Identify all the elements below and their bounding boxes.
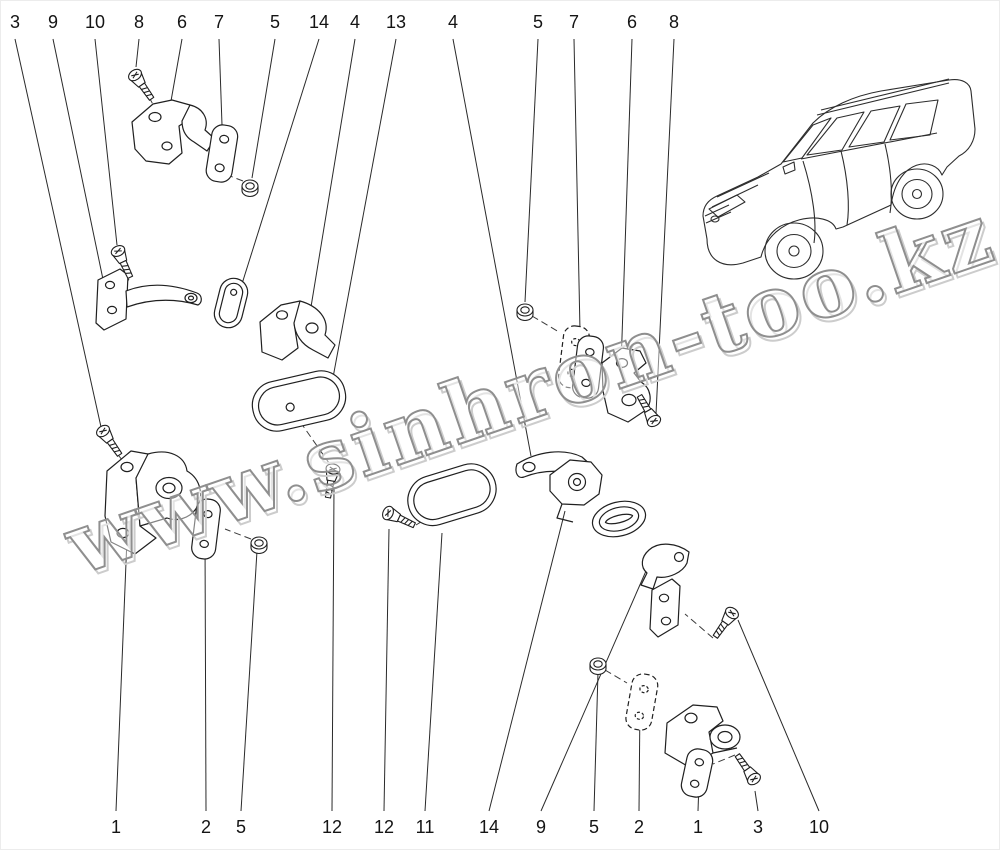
part-check-lever bbox=[640, 543, 690, 590]
part-upper-hinge-rear bbox=[557, 325, 651, 423]
callout-number: 1 bbox=[110, 817, 122, 837]
callout-number: 6 bbox=[176, 12, 188, 32]
callout-number: 3 bbox=[9, 12, 21, 32]
part-check-strap-front bbox=[95, 268, 202, 331]
part-handle-bezel bbox=[591, 500, 647, 538]
part-door-latch bbox=[549, 459, 603, 523]
callout-number: 8 bbox=[133, 12, 145, 32]
callout-number: 2 bbox=[633, 817, 645, 837]
part-sliding-hinge bbox=[104, 450, 221, 560]
part-lower-hinge-front bbox=[259, 300, 336, 361]
callout-number: 7 bbox=[568, 12, 580, 32]
callout-number: 14 bbox=[308, 12, 330, 32]
callout-number: 8 bbox=[668, 12, 680, 32]
callout-number: 2 bbox=[200, 817, 212, 837]
nut-icon bbox=[589, 657, 607, 676]
callout-number: 5 bbox=[269, 12, 281, 32]
callout-number: 5 bbox=[588, 817, 600, 837]
callout-number: 9 bbox=[47, 12, 59, 32]
part-scuff-plate bbox=[251, 370, 347, 432]
callout-number: 4 bbox=[447, 12, 459, 32]
callout-number: 6 bbox=[626, 12, 638, 32]
callout-number: 14 bbox=[478, 817, 500, 837]
callout-number: 5 bbox=[235, 817, 247, 837]
screw-icon bbox=[93, 422, 126, 460]
callout-number: 5 bbox=[532, 12, 544, 32]
callout-number: 12 bbox=[321, 817, 343, 837]
callout-number: 9 bbox=[535, 817, 547, 837]
callout-number: 12 bbox=[373, 817, 395, 837]
callout-number: 3 bbox=[752, 817, 764, 837]
part-lock-cover bbox=[213, 277, 249, 329]
nut-icon bbox=[516, 303, 534, 322]
callout-number: 1 bbox=[692, 817, 704, 837]
watermark-text: www.sinhron-too.kz bbox=[52, 183, 1000, 594]
part-lever-bracket bbox=[649, 578, 681, 638]
screw-icon bbox=[709, 604, 742, 642]
nut-icon bbox=[241, 179, 259, 198]
callout-number: 4 bbox=[349, 12, 361, 32]
callout-number: 11 bbox=[415, 817, 435, 837]
part-door-pad bbox=[407, 463, 497, 527]
callout-number: 13 bbox=[385, 12, 407, 32]
parts-layer bbox=[93, 66, 764, 798]
car-illustration bbox=[702, 78, 976, 280]
screw-icon bbox=[731, 750, 764, 788]
callout-number: 7 bbox=[213, 12, 225, 32]
callout-number: 10 bbox=[84, 12, 106, 32]
screw-icon bbox=[125, 66, 158, 104]
leader-lines bbox=[14, 38, 820, 812]
part-upper-hinge-front bbox=[131, 99, 239, 183]
callout-number: 10 bbox=[808, 817, 830, 837]
part-lower-hinge-rear bbox=[625, 673, 741, 798]
